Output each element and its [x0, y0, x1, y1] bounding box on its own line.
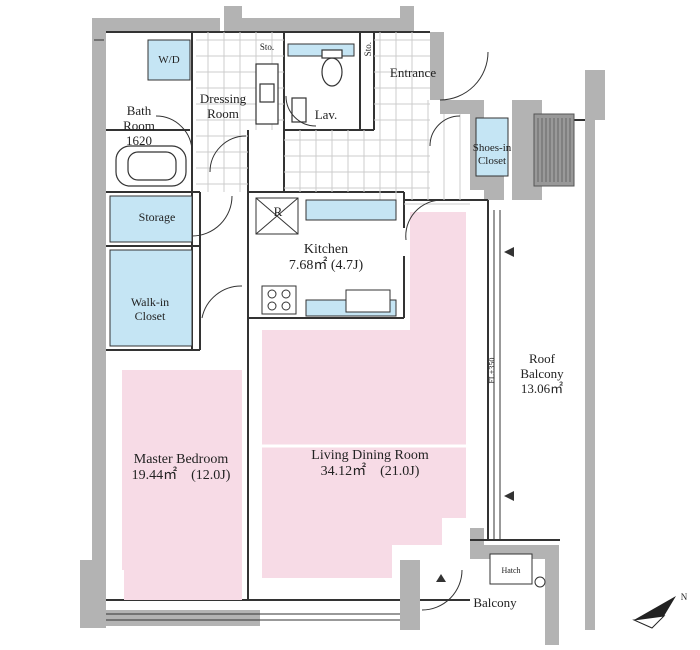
walk-in-closet-label: Walk-in Closet: [116, 295, 184, 324]
tile-floor: [196, 32, 470, 205]
roof-balcony-text-2: Balcony: [520, 365, 564, 381]
master-bedroom-label: Master Bedroom 19.44㎡ (12.0J): [112, 452, 250, 484]
roof-balcony-label: Roof Balcony 13.06㎡: [500, 351, 584, 397]
walk-in-text-1: Walk-in: [130, 295, 170, 309]
hatch-box: [489, 553, 533, 585]
floor-level-label: FL+350: [487, 357, 497, 384]
wd-label: W/D: [158, 54, 180, 66]
blue-areas: [109, 39, 509, 347]
bath-size-text: 1620: [126, 132, 152, 148]
master-bedroom-area-text: 19.44㎡ (12.0J): [131, 468, 231, 484]
roof-balcony-text-1: Roof: [529, 351, 555, 366]
roof-balcony: [493, 113, 575, 540]
walk-in-text-2: Closet: [134, 308, 166, 323]
kitchen-fixtures: [255, 197, 391, 315]
kitchen-text: Kitchen: [303, 242, 349, 257]
entrance-arrow: [436, 574, 446, 582]
hatch-label: Hatch: [501, 566, 521, 575]
storage-small-label-2: Sto.: [362, 42, 373, 57]
roof-balcony-area-text: 13.06㎡: [520, 380, 564, 396]
room-floors: [122, 212, 466, 600]
north-label: N: [680, 592, 688, 602]
shoes-in-closet-label: Shoes-in Closet: [462, 142, 522, 167]
lav-label: Lav.: [314, 107, 338, 122]
balcony-label: Balcony: [473, 595, 517, 610]
kitchen-label: Kitchen 7.68㎡ (4.7J): [258, 242, 394, 274]
kitchen-area-text: 7.68㎡ (4.7J): [288, 258, 364, 274]
north-arrow-icon: [632, 596, 676, 629]
bath-fixtures: [115, 49, 343, 187]
interior-walls: [106, 31, 585, 601]
bath-room-label: Bath Room 1620: [106, 103, 172, 149]
storage-small-label-1: Sto.: [259, 42, 275, 52]
windows: [94, 39, 400, 621]
exterior-walls: [80, 6, 605, 645]
living-dining-label: Living Dining Room 34.12㎡ (21.0J): [290, 448, 450, 480]
bath-room-text-1: Bath: [126, 103, 152, 118]
drain-icon: [534, 576, 546, 588]
dressing-room-label: Dressing Room: [190, 91, 256, 122]
dressing-room-text-1: Dressing: [199, 91, 247, 106]
shoes-in-text-2: Closet: [477, 154, 507, 167]
living-dining-text: Living Dining Room: [311, 448, 429, 463]
dressing-room-text-2: Room: [207, 105, 239, 121]
shoes-in-text-1: Shoes-in: [472, 142, 512, 154]
refrigerator-label: R: [273, 204, 283, 219]
bath-room-text-2: Room: [123, 117, 155, 133]
living-dining-area-text: 34.12㎡ (21.0J): [320, 464, 420, 480]
storage-label: Storage: [138, 210, 176, 224]
entrance-label: Entrance: [389, 65, 437, 80]
master-bedroom-text: Master Bedroom: [133, 452, 229, 467]
door-swings: [155, 51, 489, 611]
